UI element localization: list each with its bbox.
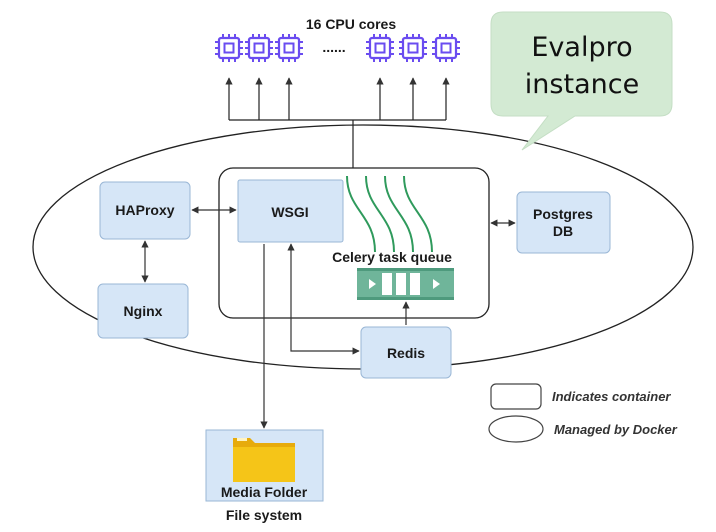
legend-container-swatch [490,383,542,410]
folder-icon [233,438,295,482]
cpu-dots: ...... [322,39,345,55]
redis-node: Redis [360,326,452,379]
postgres-label-line1: Postgres [533,206,593,222]
haproxy-node: HAProxy [99,181,191,240]
wsgi-node: WSGI [237,179,344,243]
cpu-connector-lines [225,77,450,168]
cpu-chip-icon [399,34,427,62]
cpu-chip-icon [366,34,394,62]
legend-docker-swatch [488,415,544,443]
haproxy-label: HAProxy [115,202,174,218]
cpu-chip-icon [432,34,460,62]
task-queue-icon [357,268,454,300]
callout-line1: Evalpro [531,32,632,63]
cpu-chip-icon [215,34,243,62]
legend-docker-label: Managed by Docker [554,422,678,437]
cpu-chip-icon [245,34,273,62]
redis-label: Redis [387,345,425,361]
connection-arrows [141,206,516,429]
media-folder-label: Media Folder [221,484,308,500]
celery-label: Celery task queue [332,249,452,265]
legend: Indicates container Managed by Docker [488,383,678,443]
cpu-chip-icon [215,34,460,62]
legend-container-label: Indicates container [552,389,671,404]
media-folder-node: Media Folder [205,429,324,502]
callout-line2: instance [525,69,639,100]
nginx-node: Nginx [97,283,189,339]
cpu-label: 16 CPU cores [306,16,396,32]
celery-worker-lines [346,175,433,253]
file-system-label: File system [226,507,302,523]
wsgi-label: WSGI [271,204,308,220]
postgres-node: Postgres DB [516,191,611,254]
evalpro-callout: Evalpro instance [490,11,673,151]
nginx-label: Nginx [124,303,163,319]
cpu-chip-icon [275,34,303,62]
postgres-label-line2: DB [553,223,573,239]
